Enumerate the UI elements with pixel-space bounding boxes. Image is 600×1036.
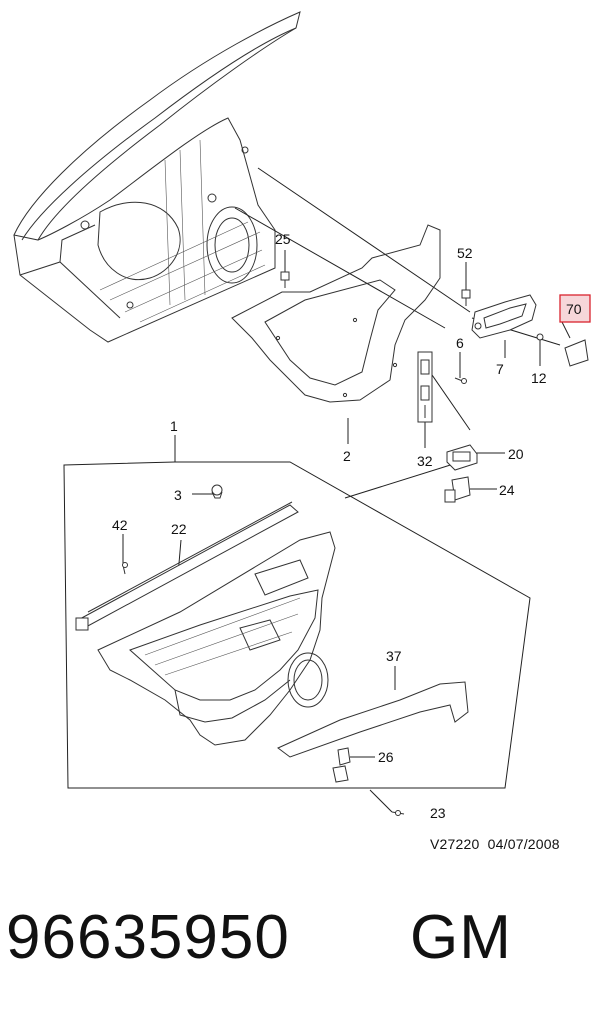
callout-7: 7	[496, 361, 504, 377]
drawing-reference: V27220 04/07/2008	[430, 836, 560, 852]
drawing-code: V27220	[430, 836, 480, 852]
callout-32: 32	[417, 453, 433, 469]
callout-labels: 25 52 70 6 7 12 2 32 20 24 1 3 42 22 37 …	[112, 231, 582, 821]
callout-23: 23	[430, 805, 446, 821]
part-7-inner-handle	[471, 294, 537, 339]
callout-42: 42	[112, 517, 128, 533]
leader-lines	[122, 167, 571, 813]
part-6-screw	[454, 377, 467, 384]
brand-name: GM	[410, 903, 512, 972]
door-frame-assembly	[13, 11, 301, 343]
part-12-screw	[536, 333, 544, 341]
callout-24: 24	[499, 482, 515, 498]
part-70-cover	[564, 339, 589, 367]
callout-37: 37	[386, 648, 402, 664]
callout-1: 1	[170, 418, 178, 434]
callout-3: 3	[174, 487, 182, 503]
callout-22: 22	[171, 521, 187, 537]
part-42-screw	[122, 562, 128, 575]
part-37-armrest-trim	[277, 681, 469, 758]
part-22-belt-strip	[75, 501, 299, 631]
callout-6: 6	[456, 335, 464, 351]
part-26-clip	[332, 747, 351, 783]
callout-25: 25	[275, 231, 291, 247]
part-32-bracket	[417, 351, 433, 423]
callout-52: 52	[457, 245, 473, 261]
drawing-date: 04/07/2008	[487, 836, 560, 852]
part-1-trim-enclosure	[63, 461, 531, 789]
part-20-switch	[446, 444, 478, 471]
callout-2: 2	[343, 448, 351, 464]
callout-12: 12	[531, 370, 547, 386]
exploded-parts-diagram: 25 52 70 6 7 12 2 32 20 24 1 3 42 22 37 …	[13, 11, 591, 821]
callout-70: 70	[566, 301, 582, 317]
part-52-clip	[461, 289, 471, 306]
part-23-screw	[391, 810, 405, 816]
callout-70-highlight-box	[559, 294, 591, 323]
part-number: 96635950	[6, 903, 290, 972]
door-trim-panel	[97, 531, 336, 746]
callout-26: 26	[378, 749, 394, 765]
part-3-clip	[211, 484, 223, 499]
part-24-connector	[444, 476, 471, 503]
callout-20: 20	[508, 446, 524, 462]
part-25-clip	[280, 271, 290, 288]
part-2-panel	[231, 224, 441, 403]
